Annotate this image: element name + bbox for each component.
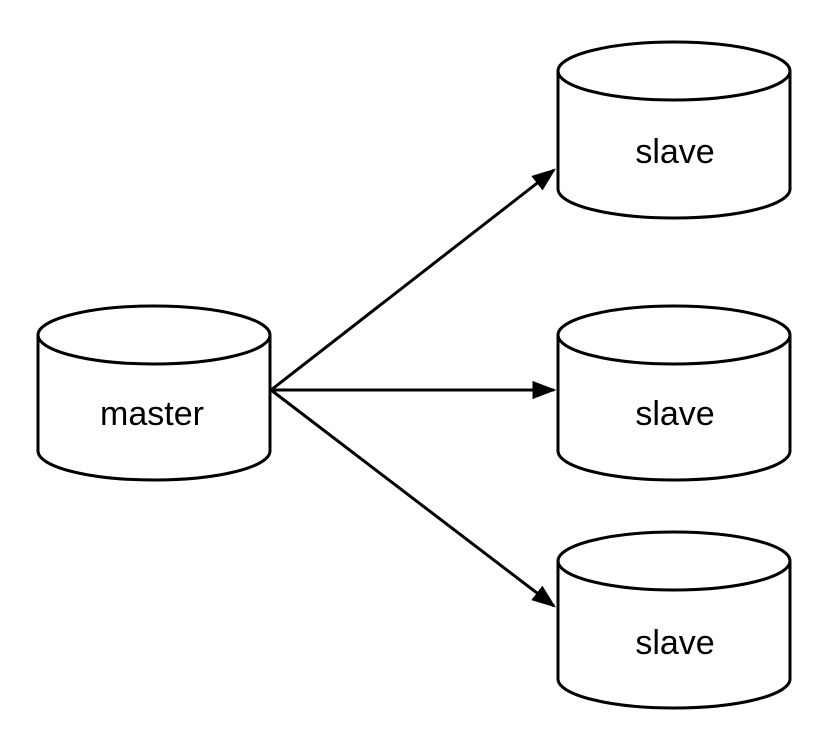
cylinder-top [556, 530, 792, 592]
database-cylinder-master: master [36, 304, 272, 482]
arrow-master-to-slave-top [270, 168, 556, 392]
arrow-master-to-slave-bottom [270, 388, 556, 608]
database-cylinder-slave-bottom: slave [556, 530, 792, 710]
slave-bottom-label: slave [635, 624, 714, 662]
cylinder-top [556, 304, 792, 366]
database-cylinder-slave-middle: slave [556, 304, 792, 482]
master-label: master [100, 395, 204, 433]
slave-top-label: slave [635, 133, 714, 171]
cylinder-body [556, 335, 792, 482]
slave-middle-label: slave [635, 395, 714, 433]
cylinder-top [556, 40, 792, 102]
cylinder-body [36, 335, 272, 482]
database-cylinder-slave-top: slave [556, 40, 792, 220]
edges-group [270, 168, 557, 608]
cylinder-top [36, 304, 272, 366]
cylinder-body [556, 71, 792, 220]
cylinder-body [556, 561, 792, 710]
